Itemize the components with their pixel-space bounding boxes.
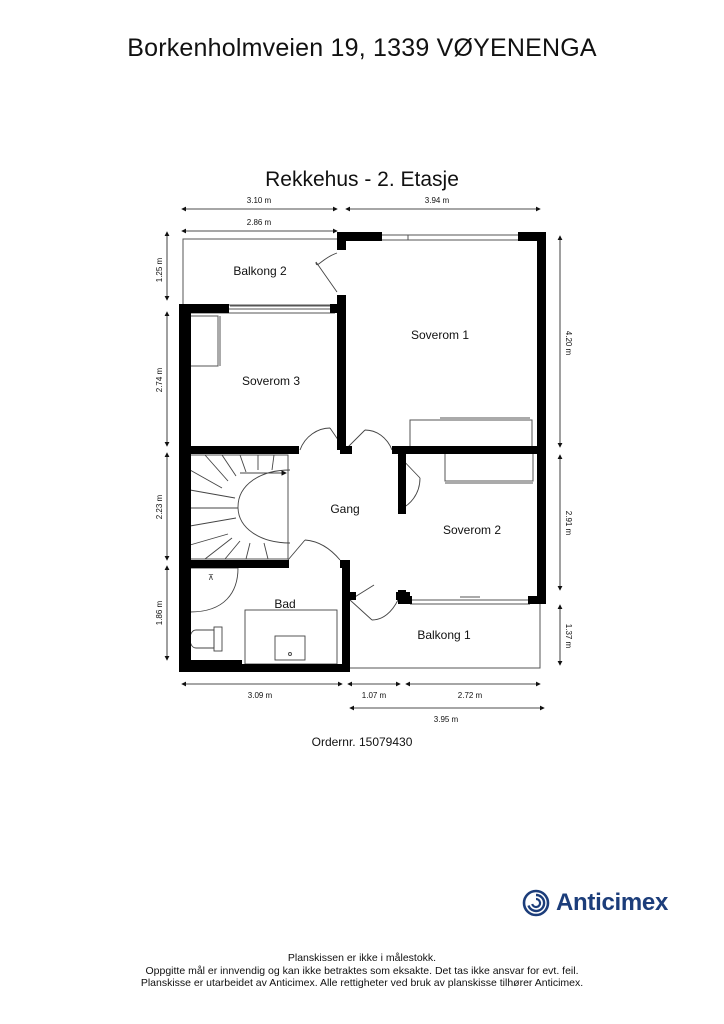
thin-outlines [182,234,541,669]
staircase [189,454,291,560]
dim-bottom-left: 3.09 m [248,691,273,700]
dim-top-right: 3.94 m [425,196,450,205]
svg-text:⊼: ⊼ [208,573,214,582]
dim-top-left-inner: 2.86 m [247,218,272,227]
dim-bottom-mid: 1.07 m [362,691,387,700]
brand-name: Anticimex [556,889,669,916]
brand-logo: Anticimex [522,887,702,921]
disclaimer-line-1: Planskissen er ikke i målestokk. [287,952,437,964]
dim-left-bad: 1.86 m [155,600,164,625]
dim-right-soverom1: 4.20 m [564,331,573,356]
room-label-balkong1: Balkong 1 [417,628,471,642]
dim-left-soverom3: 2.74 m [155,367,164,392]
room-label-soverom2: Soverom 2 [443,523,501,537]
dim-left-stairs: 2.23 m [155,494,164,519]
bathroom-fixtures: ⊼ [189,567,338,665]
room-label-bad: Bad [274,597,295,611]
anticimex-swirl-icon [522,889,550,917]
disclaimer: Planskissen er ikke i målestokk. Oppgitt… [0,952,724,990]
dim-bottom-right-outer: 3.95 m [434,715,459,724]
walls [179,232,546,672]
disclaimer-line-2: Oppgitte mål er innvendig og kan ikke be… [145,964,579,977]
dimension-lines [164,206,563,711]
order-number: Ordernr. 15079430 [311,735,413,749]
room-label-soverom3: Soverom 3 [242,374,300,388]
dim-right-soverom2: 2.91 m [564,511,573,536]
door-swings [287,252,421,621]
room-label-gang: Gang [330,502,359,516]
room-label-soverom1: Soverom 1 [411,328,469,342]
dim-left-balkong2: 1.25 m [155,257,164,282]
disclaimer-line-3: Planskisse er utarbeidet av Anticimex. A… [140,977,584,989]
dim-top-left-outer: 3.10 m [247,196,272,205]
dim-right-balkong1: 1.37 m [564,624,573,649]
room-label-balkong2: Balkong 2 [233,264,287,278]
dim-bottom-right-inner: 2.72 m [458,691,483,700]
address-title: Borkenholmveien 19, 1339 VØYENENGA [127,34,597,62]
plan-title: Rekkehus - 2. Etasje [265,168,459,191]
